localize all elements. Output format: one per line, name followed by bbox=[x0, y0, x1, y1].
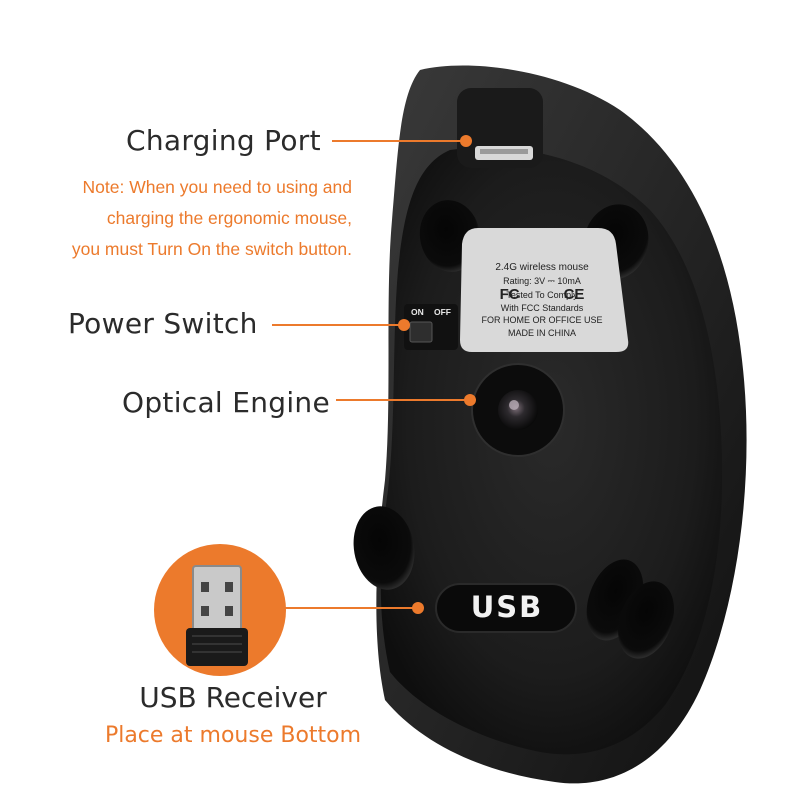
fcc-mark: FC bbox=[499, 286, 520, 303]
note-line: you must Turn On the switch button. bbox=[71, 239, 352, 259]
plate-marks: FC CE bbox=[472, 287, 612, 303]
optical-engine-label: Optical Engine bbox=[122, 386, 330, 419]
plate-model: 2.4G wireless mouse bbox=[495, 262, 589, 273]
leader-dot-power-switch bbox=[398, 319, 410, 331]
charging-port-label: Charging Port bbox=[126, 124, 321, 157]
note-line: charging the ergonomic mouse, bbox=[106, 208, 352, 228]
note-line: Note: When you need to using and bbox=[82, 177, 353, 197]
switch-on-label: ON bbox=[411, 307, 424, 317]
leader-dot-charging-port bbox=[460, 135, 472, 147]
usb-slot-label: USB bbox=[470, 590, 544, 624]
label-plate bbox=[460, 228, 629, 352]
plate-rating: Rating: 3V ⎓ 10mA bbox=[503, 275, 581, 286]
usb-receiver-subtitle: Place at mouse Bottom bbox=[104, 723, 362, 748]
label-plate-text: 2.4G wireless mouse Rating: 3V ⎓ 10mA FC… bbox=[472, 262, 612, 339]
leader-dot-usb-receiver bbox=[412, 602, 424, 614]
power-switch-label: Power Switch bbox=[68, 307, 258, 340]
foot-pad bbox=[617, 581, 675, 659]
charging-note: Note: When you need to using and chargin… bbox=[12, 172, 352, 265]
foot-pad bbox=[353, 506, 415, 590]
usb-receiver-title: USB Receiver bbox=[139, 681, 327, 714]
usb-slot bbox=[435, 583, 577, 633]
leader-dot-optical-engine bbox=[464, 394, 476, 406]
plate-tested: Tested To Comply bbox=[506, 290, 578, 300]
optical-sensor-lens bbox=[498, 390, 538, 430]
plate-origin: MADE IN CHINA bbox=[507, 327, 576, 338]
ce-mark: CE bbox=[563, 286, 585, 303]
plate-fcc: With FCC Standards bbox=[500, 302, 584, 313]
plate-use: FOR HOME OR OFFICE USE bbox=[481, 315, 603, 325]
usb-receiver-icon bbox=[186, 565, 248, 666]
switch-off-label: OFF bbox=[434, 307, 451, 317]
power-switch-slider[interactable] bbox=[409, 321, 433, 343]
